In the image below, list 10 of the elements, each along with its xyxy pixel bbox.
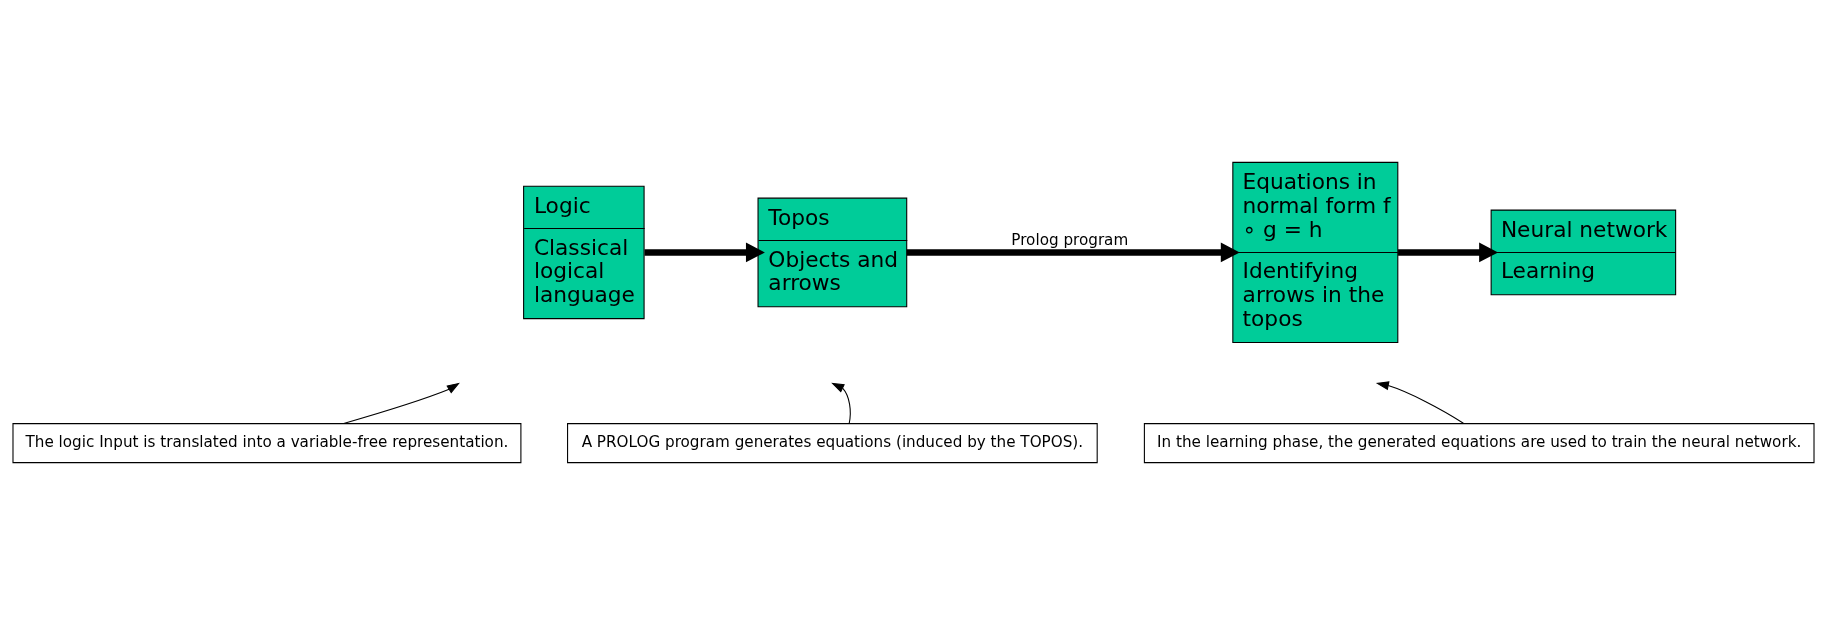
node-box: The logic Input is translated into a variable-free representation. xyxy=(12,422,522,463)
arrow xyxy=(1375,380,1464,424)
arrow xyxy=(644,241,765,262)
node-box: A PROLOG program generates equations (induced by the TOPOS). xyxy=(567,422,1098,463)
edge-label: Prolog program xyxy=(1011,230,1129,249)
arrow xyxy=(831,382,851,424)
arrow xyxy=(906,241,1240,262)
node-box: In the learning phase, the generated equations are used to train the neural network. xyxy=(1143,422,1815,463)
arrow xyxy=(1398,241,1499,262)
arrow xyxy=(343,382,460,424)
